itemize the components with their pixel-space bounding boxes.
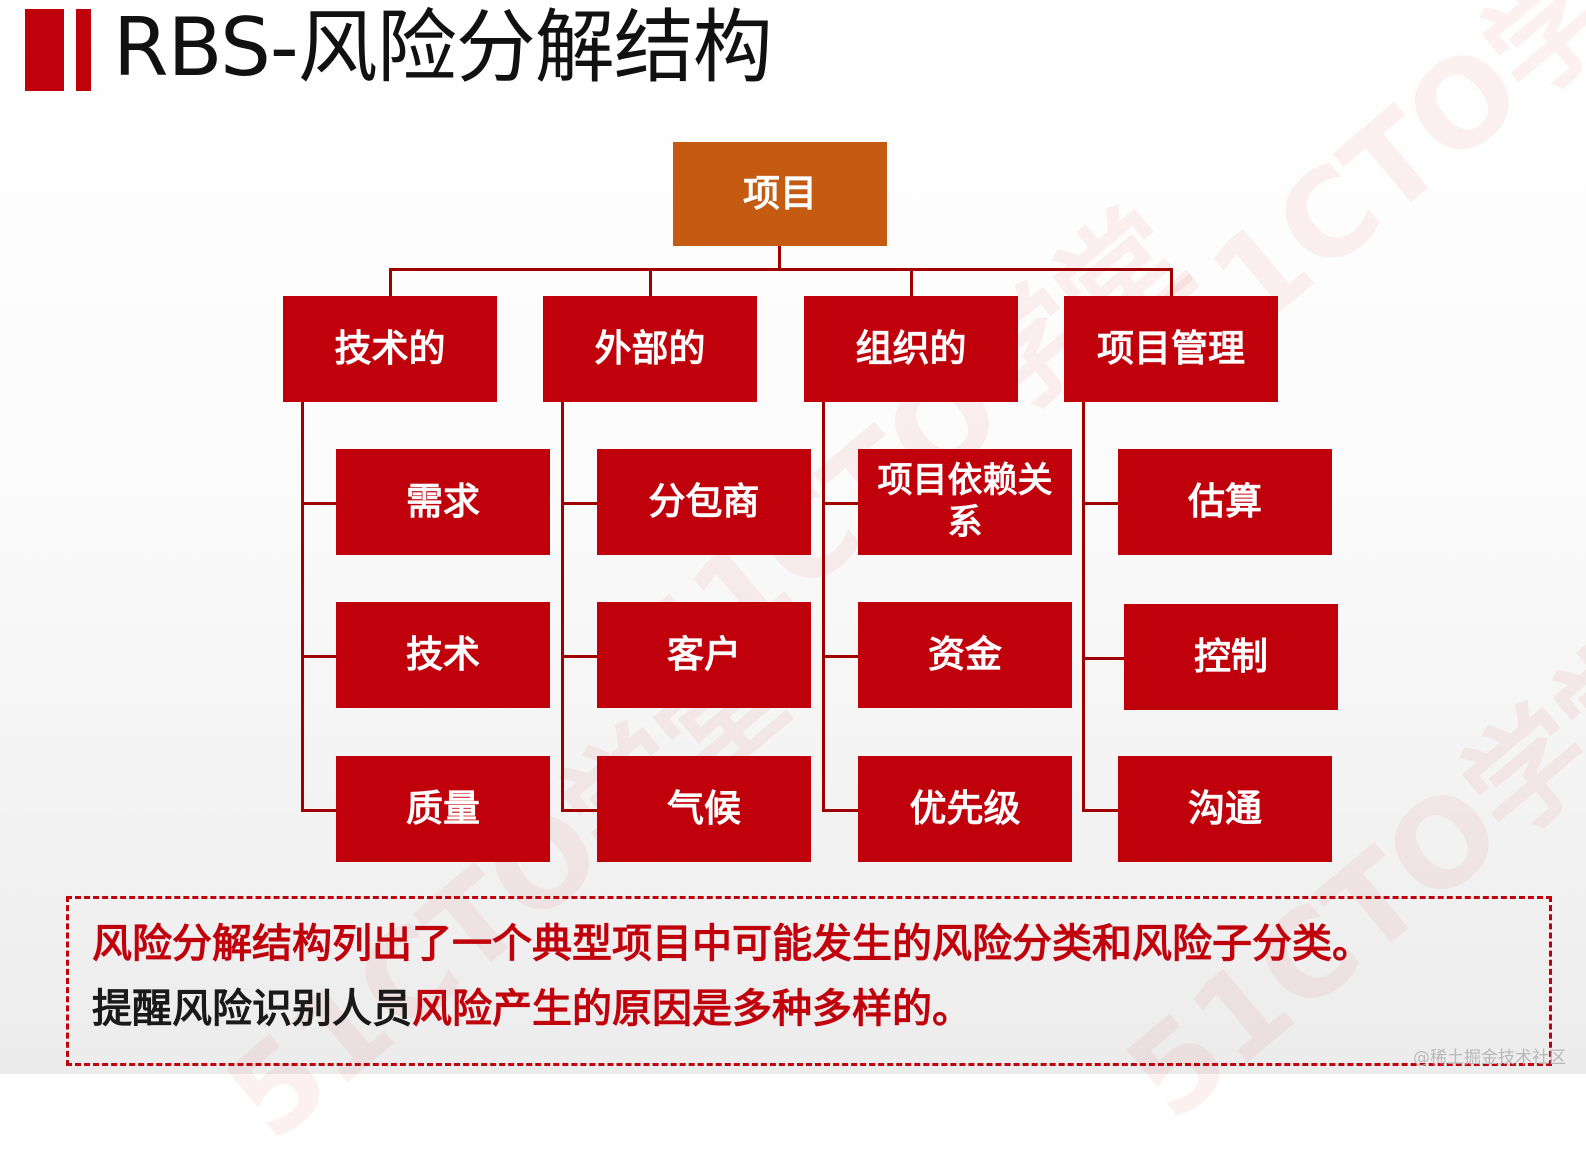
connector-line	[1082, 809, 1118, 812]
sub-category-node: 优先级	[858, 756, 1072, 862]
sub-category-node: 估算	[1118, 449, 1332, 555]
title-accent-bars	[25, 9, 91, 91]
connector-line	[1082, 402, 1085, 811]
category-node: 组织的	[804, 296, 1018, 402]
connector-line	[822, 402, 825, 811]
connector-line	[910, 268, 913, 296]
connector-line	[778, 246, 781, 268]
sub-category-node: 需求	[336, 449, 550, 555]
connector-line	[389, 268, 392, 296]
connector-line	[822, 502, 858, 505]
connector-line	[389, 268, 1172, 271]
credit-text: @稀土掘金技术社区	[1413, 1048, 1566, 1068]
sub-category-node: 质量	[336, 756, 550, 862]
connector-line	[822, 809, 858, 812]
sub-category-node: 技术	[336, 602, 550, 708]
category-node: 技术的	[283, 296, 497, 402]
note-line-1: 风险分解结构列出了一个典型项目中可能发生的风险分类和风险子分类。	[92, 916, 1372, 972]
root-node: 项目	[673, 142, 887, 246]
connector-line	[301, 809, 336, 812]
connector-line	[1082, 502, 1118, 505]
title-accent-bar	[25, 9, 65, 91]
connector-line	[561, 402, 564, 811]
connector-line	[822, 655, 858, 658]
connector-line	[301, 502, 336, 505]
sub-category-node: 控制	[1124, 604, 1338, 710]
connector-line	[561, 809, 597, 812]
sub-category-node: 客户	[597, 602, 811, 708]
page-title: RBS-风险分解结构	[113, 1, 773, 94]
connector-line	[1082, 657, 1124, 660]
note-line-1-text: 风险分解结构列出了一个典型项目中可能发生的风险分类和风险子分类。	[92, 921, 1372, 967]
connector-line	[649, 268, 652, 296]
sub-category-node: 资金	[858, 602, 1072, 708]
title-accent-bar	[76, 9, 91, 91]
note-line-2-dark-text: 提醒风险识别人员	[92, 986, 412, 1032]
connector-line	[561, 655, 597, 658]
category-node: 外部的	[543, 296, 757, 402]
note-line-2: 提醒风险识别人员风险产生的原因是多种多样的。	[92, 981, 972, 1037]
category-node: 项目管理	[1064, 296, 1278, 402]
connector-line	[301, 655, 336, 658]
note-box: 风险分解结构列出了一个典型项目中可能发生的风险分类和风险子分类。 提醒风险识别人…	[66, 896, 1552, 1066]
connector-line	[561, 502, 597, 505]
connector-line	[1170, 268, 1173, 296]
note-line-2-red-text: 风险产生的原因是多种多样的。	[412, 986, 972, 1032]
sub-category-node: 分包商	[597, 449, 811, 555]
sub-category-node: 项目依赖关系	[858, 449, 1072, 555]
sub-category-node: 气候	[597, 756, 811, 862]
connector-line	[301, 402, 304, 811]
sub-category-node: 沟通	[1118, 756, 1332, 862]
